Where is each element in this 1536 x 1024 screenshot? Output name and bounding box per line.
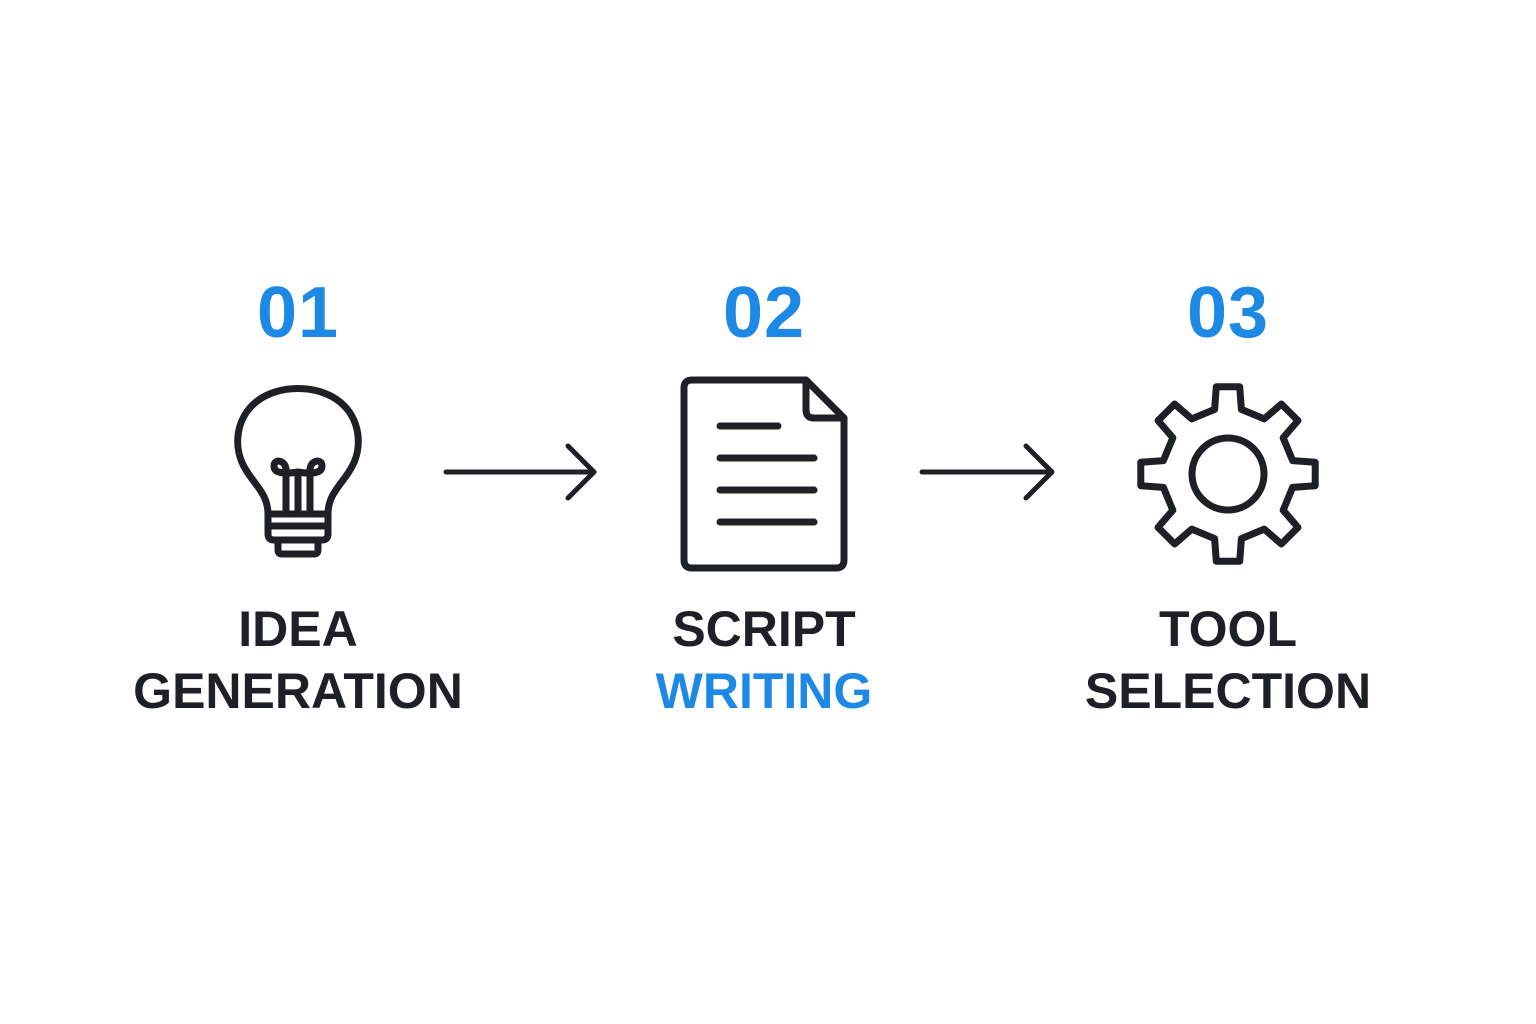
- step-label: SCRIPT WRITING: [554, 598, 974, 722]
- step-label-line-2-highlight: WRITING: [655, 663, 873, 719]
- step-label-line-1: TOOL: [1159, 601, 1297, 657]
- step-label-line-1: IDEA: [238, 601, 358, 657]
- step-tool-selection: 03 TOOL SELECTION: [1018, 270, 1438, 722]
- step-label: IDEA GENERATION: [88, 598, 508, 722]
- step-idea-generation: 01 IDEA GENERATION: [88, 270, 508, 722]
- gear-icon: [1137, 383, 1319, 565]
- step-number: 01: [256, 273, 340, 353]
- step-label: TOOL SELECTION: [1018, 598, 1438, 722]
- step-label-line-1: SCRIPT: [672, 601, 856, 657]
- step-script-writing: 02 SCRIPT WRITING: [554, 270, 974, 722]
- arrow-right-icon: [443, 443, 597, 501]
- lightbulb-icon: [234, 385, 362, 558]
- step-label-line-2: GENERATION: [133, 663, 463, 719]
- step-number: 02: [722, 273, 806, 353]
- step-number: 03: [1186, 273, 1270, 353]
- arrow-right-icon: [919, 443, 1055, 501]
- step-label-line-2: SELECTION: [1084, 663, 1372, 719]
- document-icon: [680, 376, 848, 572]
